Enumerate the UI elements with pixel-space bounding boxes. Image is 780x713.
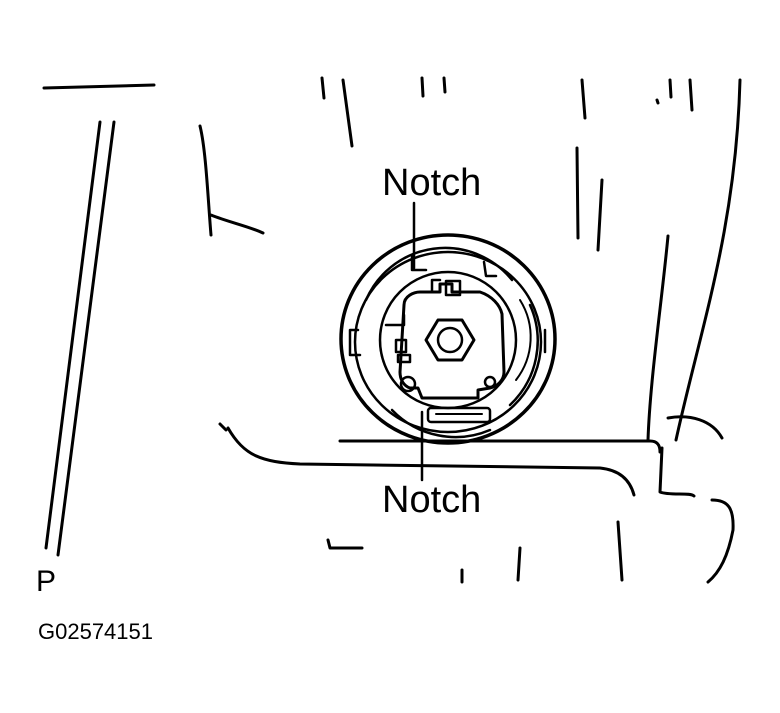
lower-ledge [218,422,662,584]
left-body-contour [198,124,265,237]
left-frame-lines [42,83,156,557]
notch-top-label: Notch [382,162,482,204]
right-body-contour [646,78,742,442]
figure-id-label: G02574151 [38,619,153,644]
retainer-plate [384,278,506,400]
bulb-socket [339,233,557,445]
lower-clip [426,406,492,424]
notch-bottom-label: Notch [382,479,482,521]
view-letter-label: P [36,565,57,598]
hex-nut [424,318,476,362]
right-bracket [658,415,735,584]
top-edge-lines [320,76,694,252]
